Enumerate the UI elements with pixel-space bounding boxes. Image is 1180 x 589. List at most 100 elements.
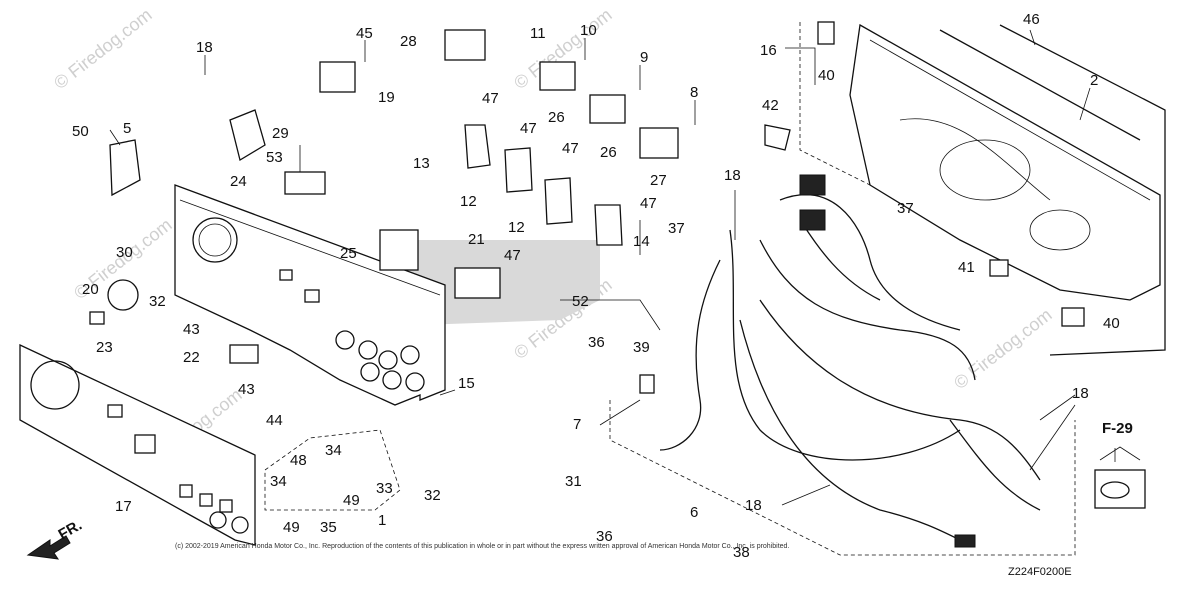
callout-13: 13 [413,155,430,172]
callout-50: 50 [72,123,89,140]
component-9 [589,94,626,124]
figure-code: Z224F0200E [1008,566,1072,578]
callout-12: 12 [460,193,477,210]
callout-47: 47 [640,195,657,212]
group-outline-16 [799,22,871,186]
component-24 [229,109,266,162]
watermark-text: © Firedog.com [50,5,156,94]
reference-f29: F-29 [1102,420,1133,437]
callout-10: 10 [580,22,597,39]
component-19 [319,61,356,93]
callout-12: 12 [508,219,525,236]
callout-38: 38 [733,544,750,561]
callout-20: 20 [82,281,99,298]
callout-36: 36 [596,528,613,545]
callout-18: 18 [745,497,762,514]
callout-17: 17 [115,498,132,515]
component-42 [764,124,791,151]
callout-18: 18 [724,167,741,184]
component-30 [107,279,139,311]
callout-49: 49 [283,519,300,536]
callout-1: 1 [378,512,386,529]
callout-32: 32 [149,293,166,310]
rear-cover-part [849,23,1161,301]
callout-42: 42 [762,97,779,114]
callout-45: 45 [356,25,373,42]
group-outline-2 [999,24,1166,356]
copyright-notice: (c) 2002-2019 American Honda Motor Co., … [175,543,789,550]
callout-40: 40 [1103,315,1120,332]
component-20 [89,311,105,325]
callout-11: 11 [530,25,546,42]
component-39 [639,374,655,394]
component-13 [464,124,491,169]
control-panel-part [174,184,446,406]
watermark-text: © Firedog.com [950,305,1056,394]
component-25 [379,229,419,271]
callout-46: 46 [1023,11,1040,28]
callout-29: 29 [272,125,289,142]
callout-52: 52 [572,293,589,310]
callout-47: 47 [520,120,537,137]
front-arrow-icon [26,535,71,560]
group-outline-7 [609,400,1076,556]
front-panel-part [19,343,256,546]
component-f29-ref [1094,469,1146,509]
callout-14: 14 [633,233,650,250]
callout-44: 44 [266,412,283,429]
callout-48: 48 [290,452,307,469]
callout-32: 32 [424,487,441,504]
component-27 [639,127,679,159]
callout-2: 2 [1090,72,1098,89]
group-outline-1 [264,429,401,511]
callout-6: 6 [690,504,698,521]
callout-9: 9 [640,49,648,66]
component-28 [444,29,486,61]
callout-21: 21 [468,231,485,248]
leader-lines [109,29,1141,506]
callout-33: 33 [376,480,393,497]
callout-49: 49 [343,492,360,509]
callout-5: 5 [123,120,131,137]
callout-18: 18 [1072,385,1089,402]
component-29 [284,171,326,195]
callout-47: 47 [482,90,499,107]
callout-7: 7 [573,416,581,433]
component-41 [989,259,1009,277]
callout-40: 40 [818,67,835,84]
callout-35: 35 [320,519,337,536]
callout-25: 25 [340,245,357,262]
callout-37: 37 [668,220,685,237]
callout-18: 18 [196,39,213,56]
callout-28: 28 [400,33,417,50]
callout-22: 22 [183,349,200,366]
callout-8: 8 [690,84,698,101]
component-5 [109,139,141,197]
callout-43: 43 [183,321,200,338]
component-sketches [89,21,1146,509]
callout-47: 47 [504,247,521,264]
callout-26: 26 [548,109,565,126]
callout-43: 43 [238,381,255,398]
callout-31: 31 [565,473,582,490]
callout-39: 39 [633,339,650,356]
callout-labels: 18 45 28 11 10 9 8 1 6 40 46 2 19 47 47 4… [72,11,1120,561]
callout-24: 24 [230,173,247,190]
callout-26: 26 [600,144,617,161]
component-40a [817,21,835,45]
component-40b [1061,307,1085,327]
component-22 [229,344,259,364]
callout-53: 53 [266,149,283,166]
component-14 [594,204,623,246]
reference-label: F-29 [1102,420,1133,437]
callout-37: 37 [897,200,914,217]
callout-23: 23 [96,339,113,356]
front-direction-indicator: FR. [26,517,85,560]
component-12a [504,147,533,193]
component-10 [539,61,576,91]
callout-27: 27 [650,172,667,189]
callout-19: 19 [378,89,395,106]
callout-15: 15 [458,375,475,392]
